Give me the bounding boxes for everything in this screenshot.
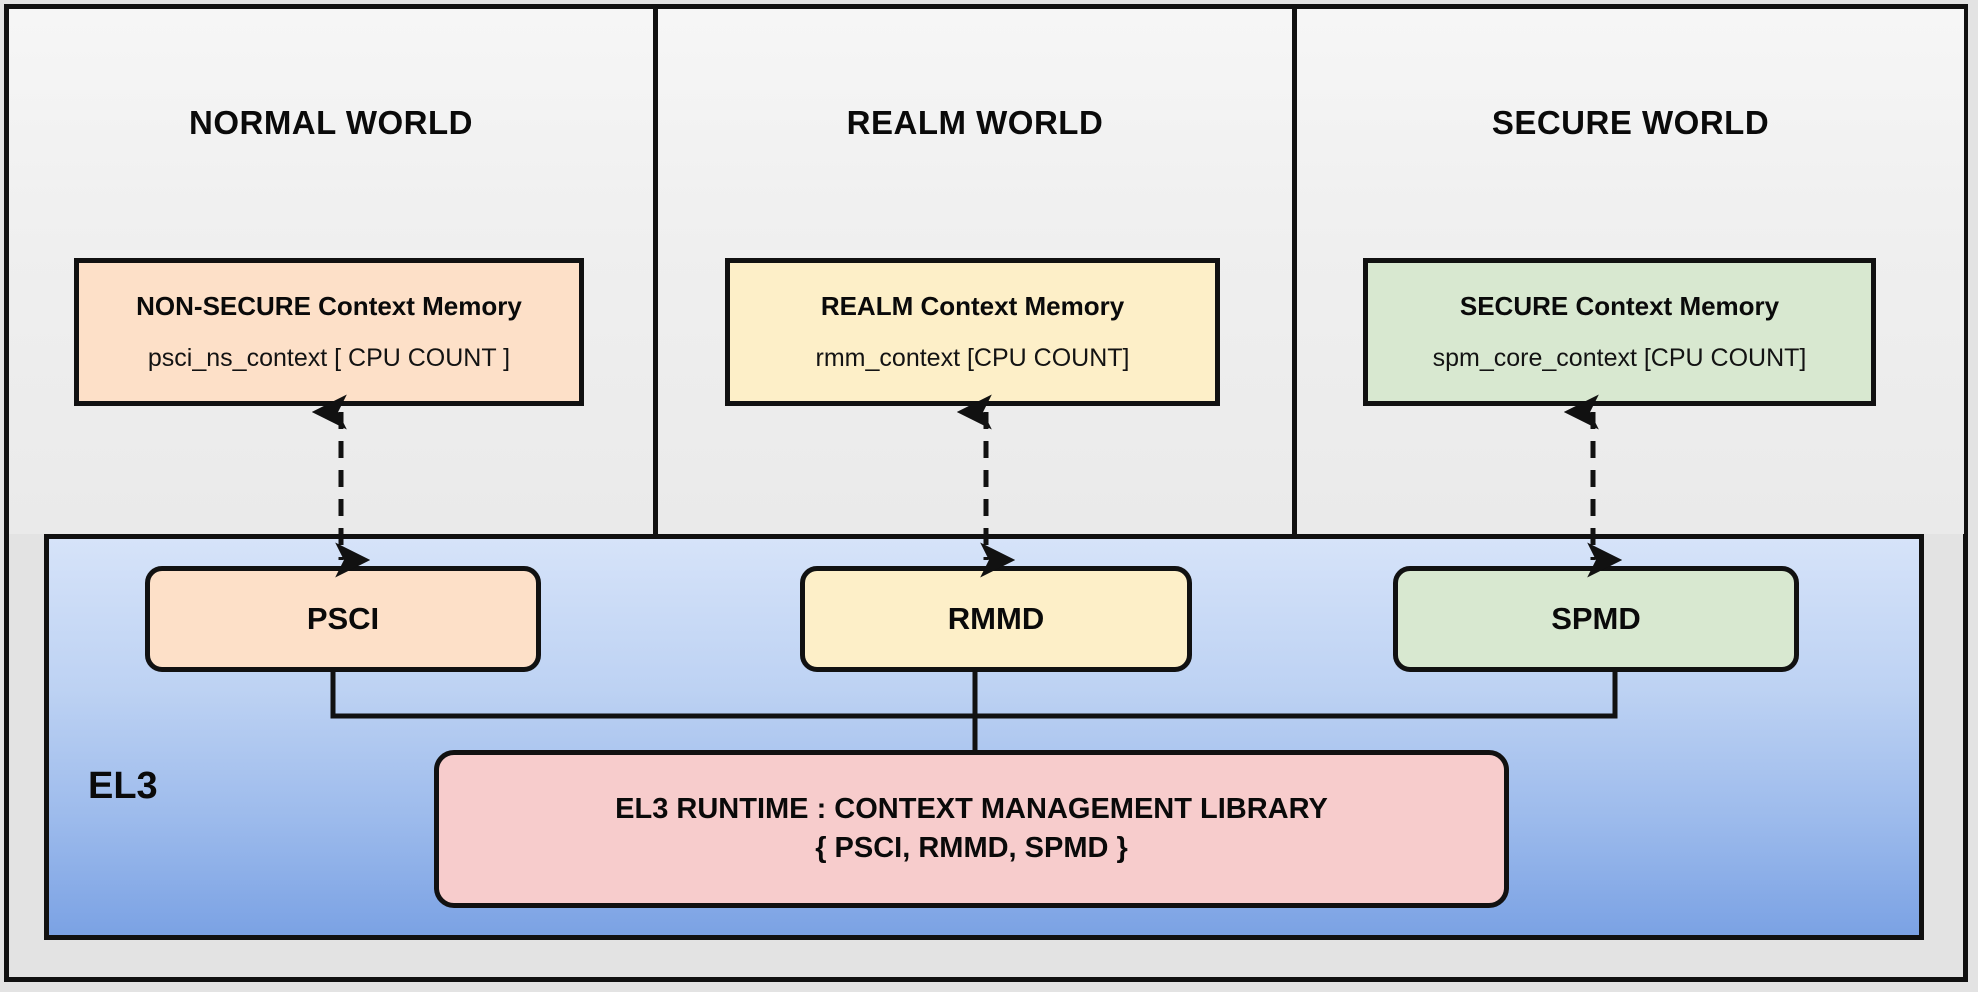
el3-runtime-box[interactable]: EL3 RUNTIME : CONTEXT MANAGEMENT LIBRARY…	[434, 750, 1509, 908]
dispatcher-box-psci[interactable]: PSCI	[145, 566, 541, 672]
dispatcher-label-psci: PSCI	[306, 601, 380, 636]
dispatcher-label-rmmd: RMMD	[947, 601, 1045, 636]
el3-label: EL3	[88, 765, 158, 807]
world-divider-normal-realm	[653, 9, 658, 534]
world-column-normal: NORMAL WORLD	[9, 9, 653, 534]
world-title-secure: SECURE WORLD	[1491, 104, 1770, 141]
dispatcher-box-spmd[interactable]: SPMD	[1393, 566, 1799, 672]
world-title-realm: REALM WORLD	[846, 104, 1104, 141]
world-column-secure: SECURE WORLD	[1297, 9, 1964, 534]
dispatcher-box-rmmd[interactable]: RMMD	[800, 566, 1192, 672]
dispatcher-label-spmd: SPMD	[1551, 601, 1641, 636]
memory-box-non-secure-title: NON-SECURE Context Memory	[136, 291, 522, 321]
memory-box-realm-title: REALM Context Memory	[820, 291, 1125, 321]
el3-runtime-line-2: { PSCI, RMMD, SPMD }	[815, 832, 1128, 864]
memory-box-secure: SECURE Context Memory spm_core_context […	[1363, 258, 1876, 406]
memory-box-secure-subtitle: spm_core_context [CPU COUNT]	[1432, 344, 1807, 372]
el3-runtime-line-1: EL3 RUNTIME : CONTEXT MANAGEMENT LIBRARY	[615, 792, 1328, 825]
memory-box-realm-subtitle: rmm_context [CPU COUNT]	[815, 344, 1130, 372]
memory-box-non-secure: NON-SECURE Context Memory psci_ns_contex…	[74, 258, 584, 406]
world-title-normal: NORMAL WORLD	[188, 104, 474, 141]
memory-box-non-secure-subtitle: psci_ns_context [ CPU COUNT ]	[147, 344, 511, 372]
memory-box-realm: REALM Context Memory rmm_context [CPU CO…	[725, 258, 1220, 406]
world-divider-realm-secure	[1292, 9, 1297, 534]
world-column-realm: REALM WORLD	[658, 9, 1292, 534]
memory-box-secure-title: SECURE Context Memory	[1459, 291, 1780, 321]
